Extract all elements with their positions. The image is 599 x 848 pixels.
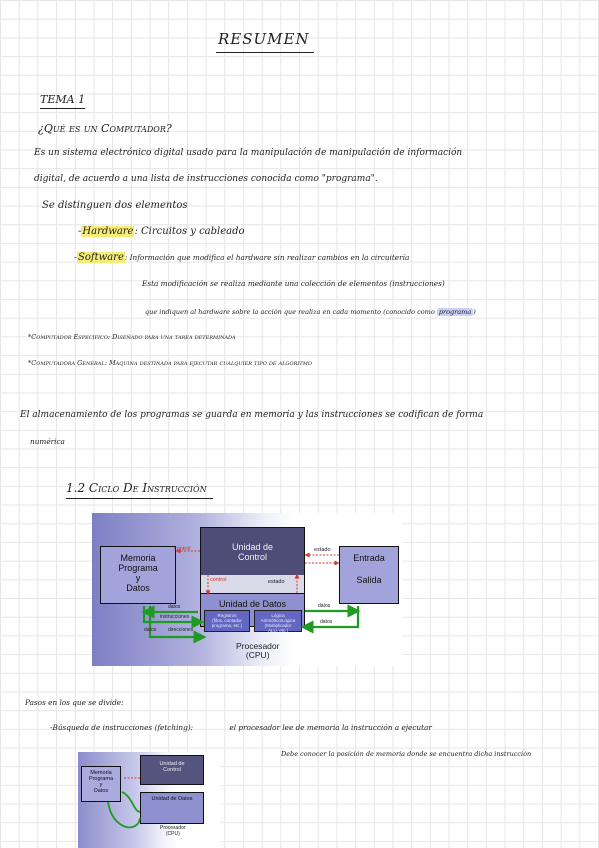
software-line-3: que indiquen al hardware sobre la acción… (145, 308, 476, 316)
software-line-2: Esta modificación se realiza mediante un… (142, 279, 445, 288)
diagram-arrows (141, 548, 361, 644)
cpu-diagram: Memoria Programa y Datos Unidad de Contr… (92, 513, 402, 666)
hardware-desc: : Circuitos y cableado (134, 226, 245, 237)
page-title: RESUMEN (216, 30, 314, 53)
section-heading: 1.2 Ciclo De Instrucción (66, 481, 213, 499)
fetch-diagram: Memoria Programa y Datos Unidad de Contr… (78, 752, 220, 848)
fetch-processor-label: Procesador (CPU) (160, 825, 186, 837)
memory-box: Memoria Programa y Datos (100, 546, 176, 604)
computadora-general: *Computadora General: Máquina destinada … (28, 359, 312, 367)
hardware-term: Hardware (81, 226, 135, 237)
pasos-text: Pasos en los que se divide: (25, 698, 124, 707)
instr-arrow (142, 606, 205, 629)
addr-path (148, 606, 178, 639)
registers-box: Registros (fifos, contador programa, etc… (204, 610, 250, 632)
label-control-2: control (210, 577, 227, 583)
label-data-3: datos (318, 603, 331, 609)
almacenamiento-line-2: numérica (30, 437, 65, 446)
control-unit-box: Unidad de Control (200, 527, 305, 575)
busqueda-line-2: Debe conocer la posición de memoria dond… (281, 750, 532, 758)
definition-line-2: digital, de acuerdo a una lista de instr… (34, 174, 378, 184)
label-instructions: instrucciones (160, 614, 190, 620)
label-state-2: estado (314, 547, 331, 553)
distinguish-text: Se distinguen dos elementos (42, 200, 188, 211)
label-data-2: datos (144, 627, 157, 633)
topic-heading: TEMA 1 (40, 93, 86, 109)
processor-label: Procesador (CPU) (236, 641, 280, 660)
label-data: datos (168, 604, 181, 610)
busqueda-item: -Búsqueda de instrucciones (fetching): e… (50, 723, 432, 732)
alu-box: Lógica Aritmético/Lógica (Multiplicador … (254, 610, 302, 633)
fetch-memory-box: Memoria Programa y Datos (81, 766, 121, 802)
software-term: Software (77, 252, 125, 263)
hardware-item: -Hardware: Circuitos y cableado (78, 226, 245, 237)
label-data-4: datos (320, 619, 333, 625)
data-arrow-in (300, 606, 360, 634)
almacenamiento-line-1: El almacenamiento de los programas se gu… (20, 410, 484, 420)
definition-line-1: Es un sistema electrónico digital usado … (34, 148, 463, 158)
software-item: -Software: Información que modifica el h… (74, 252, 410, 263)
programa-highlight: programa (436, 308, 474, 316)
fetch-control-unit-box: Unidad de Control (140, 755, 204, 785)
label-control: control (174, 546, 191, 552)
label-state: estado (268, 579, 285, 585)
io-box: Entrada Salida (339, 546, 399, 604)
software-desc: : Información que modifica el hardware s… (124, 253, 410, 262)
question-heading: ¿Qué es un Computador? (38, 122, 172, 135)
label-addresses: direcciones (168, 627, 194, 633)
fetch-arrows (107, 777, 141, 829)
fetch-data-unit-box: Unidad de Datos (140, 792, 204, 824)
computador-especifico: *Computador Específico: Diseñado para un… (28, 333, 236, 341)
